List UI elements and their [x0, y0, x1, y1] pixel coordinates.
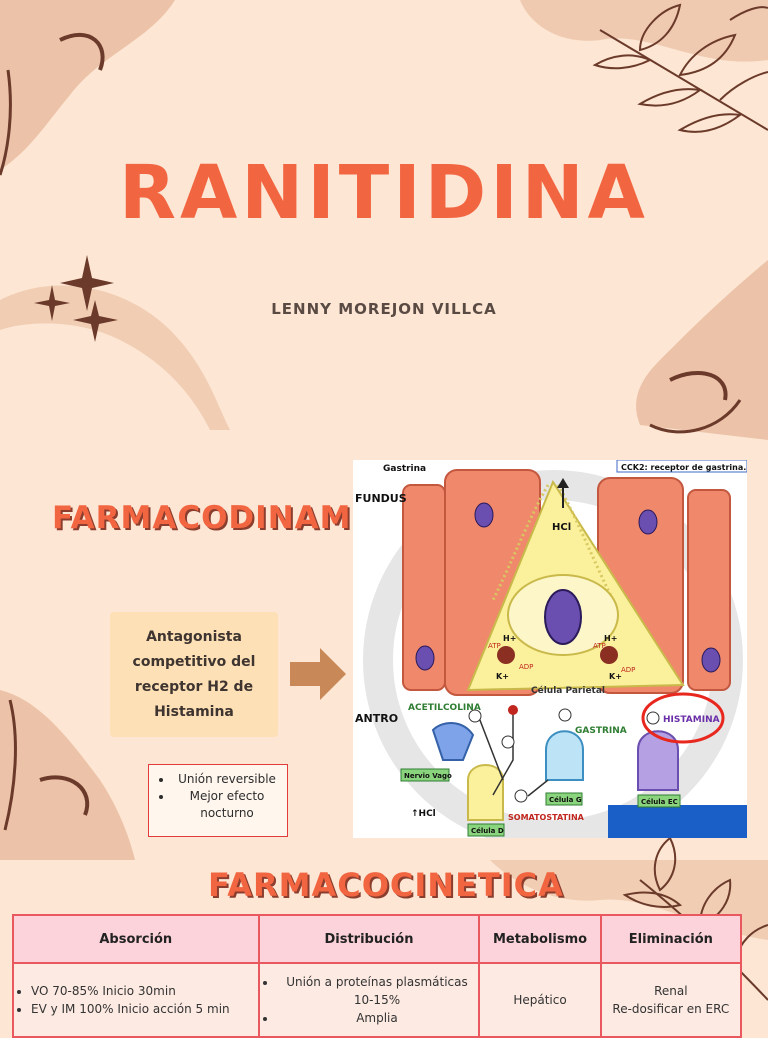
diagram-label-nervio-vago: Nervio Vago — [404, 772, 452, 780]
note-item: Mejor efecto nocturno — [173, 788, 281, 822]
diagram-label-adp: ADP — [621, 666, 635, 674]
table-header-cell: Metabolismo — [478, 914, 602, 964]
diagram-label-kplus: K+ — [496, 672, 509, 681]
note-item: Unión reversible — [173, 771, 281, 788]
diagram-label-atp: ATP — [488, 642, 501, 650]
diagram-label-histamina: HISTAMINA — [663, 715, 720, 725]
list-item: Amplia — [277, 1009, 478, 1027]
parietal-cell-diagram: Gastrina CCK2: receptor de gastrina. FUN… — [353, 460, 747, 838]
arrow-right-icon — [290, 648, 346, 700]
table-header-row: Absorción Distribución Metabolismo Elimi… — [12, 914, 743, 964]
list-item: Unión a proteínas plasmáticas 10-15% — [277, 973, 478, 1009]
mechanism-line: receptor H2 de — [134, 678, 254, 695]
cell-line: Re-dosificar en ERC — [612, 1002, 730, 1016]
diagram-label-acetilcolina: ACETILCOLINA — [408, 703, 481, 713]
mechanism-line: Histamina — [154, 703, 234, 720]
diagram-label-gastrina: Gastrina — [383, 464, 426, 474]
mechanism-line: competitivo del — [132, 653, 256, 670]
mechanism-line: Antagonista — [146, 628, 242, 645]
table-cell-metabolismo: Hepático — [478, 962, 602, 1038]
diagram-label-celula-parietal: Célula Parietal — [531, 685, 605, 696]
list-item: EV y IM 100% Inicio acción 5 min — [31, 1000, 257, 1018]
diagram-label-adp: ADP — [519, 663, 533, 671]
diagram-label-hplus: H+ — [503, 634, 516, 643]
diagram-label-hplus: H+ — [604, 634, 617, 643]
table-header-cell: Distribución — [257, 914, 481, 964]
pharmacokinetics-table: Absorción Distribución Metabolismo Elimi… — [12, 914, 743, 1038]
list-item: VO 70-85% Inicio 30min — [31, 982, 257, 1000]
table-row: VO 70-85% Inicio 30min EV y IM 100% Inic… — [12, 962, 743, 1038]
section-heading-pharmacokinetics: FARMACOCINETICA — [208, 866, 564, 904]
section-heading-pharmacodynamics: FARMACODINAMIA — [52, 500, 390, 536]
diagram-label-atp: ATP — [593, 642, 606, 650]
notes-box: Unión reversible Mejor efecto nocturno — [148, 764, 288, 837]
diagram-label-hcl: HCl — [552, 522, 571, 533]
table-header-cell: Absorción — [12, 914, 260, 964]
cell-line: Renal — [654, 984, 688, 998]
diagram-label-somatostatina: SOMATOSTATINA — [508, 813, 585, 822]
diagram-label-gastrina-hormone: GASTRINA — [575, 726, 627, 736]
diagram-label-fundus: FUNDUS — [355, 492, 407, 505]
table-cell-absorcion: VO 70-85% Inicio 30min EV y IM 100% Inic… — [12, 962, 260, 1038]
diagram-label-cck2: CCK2: receptor de gastrina. — [621, 463, 746, 472]
table-header-cell: Eliminación — [599, 914, 743, 964]
author-name: LENNY MOREJON VILLCA — [271, 300, 497, 318]
mechanism-box: Antagonista competitivo del receptor H2 … — [110, 612, 278, 737]
page-title: RANITIDINA — [119, 150, 649, 236]
diagram-label-antro: ANTRO — [355, 712, 398, 725]
table-cell-eliminacion: Renal Re-dosificar en ERC — [599, 962, 743, 1038]
table-cell-distribucion: Unión a proteínas plasmáticas 10-15% Amp… — [257, 962, 481, 1038]
diagram-label-celula-ec: Célula EC — [641, 798, 678, 806]
diagram-label-hcl-up: ↑HCl — [411, 809, 436, 819]
diagram-label-celula-d: Célula D — [471, 827, 504, 835]
diagram-label-celula-g: Célula G — [549, 796, 582, 804]
diagram-label-kplus: K+ — [609, 672, 622, 681]
